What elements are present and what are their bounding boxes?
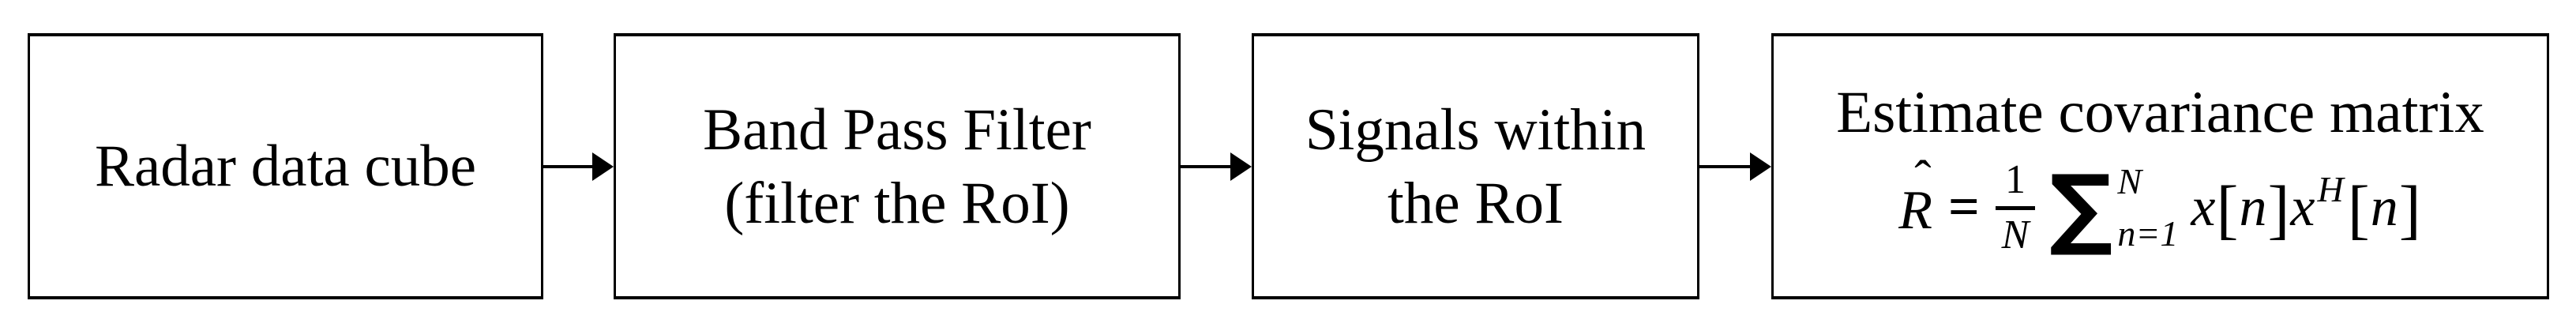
box-label: Estimate covariance matrix [1836, 79, 2484, 145]
sum-upper-limit: N [2117, 161, 2142, 201]
arrowhead-icon [1750, 152, 1771, 181]
arrowhead-icon [1230, 152, 1252, 181]
fraction-denominator: N [2001, 212, 2030, 257]
formula-summation: ∑ N n=1 [2048, 156, 2178, 259]
formula-expression: x[n]xH[n] [2191, 171, 2421, 243]
formula-equals: = [1948, 177, 1980, 238]
flow-box-radar-data-cube: Radar data cube [28, 33, 543, 299]
arrow-shaft [1181, 165, 1234, 168]
flow-box-signals-within-roi: Signals within the RoI [1252, 33, 1699, 299]
expr-n1: n [2239, 177, 2268, 238]
box-label: Signals within [1305, 96, 1647, 163]
expr-n2: n [2370, 177, 2399, 238]
hat-accent: ˆ [1914, 150, 1932, 206]
sigma-symbol: ∑ [2048, 156, 2113, 259]
sum-lower-limit: n=1 [2117, 213, 2179, 254]
arrow-shaft [1699, 165, 1754, 168]
expr-open-bracket-2: [ [2347, 173, 2371, 246]
box-label: Radar data cube [94, 133, 477, 199]
expr-x1: x [2191, 177, 2217, 238]
formula-r: R [1898, 180, 1933, 241]
flow-arrow-1 [543, 152, 614, 182]
formula-fraction: 1 N [1995, 158, 2035, 257]
expr-open-bracket-1: [ [2216, 173, 2240, 246]
flow-arrow-2 [1181, 152, 1252, 182]
box-label: Band Pass Filter [703, 96, 1091, 163]
fraction-numerator: 1 [1995, 158, 2035, 210]
arrow-shaft [543, 165, 596, 168]
flow-arrow-3 [1699, 152, 1771, 182]
expr-close-bracket-2: ] [2398, 173, 2422, 246]
summation-limits: N n=1 [2117, 164, 2178, 252]
box-label: the RoI [1388, 170, 1564, 236]
box-label: (filter the RoI) [724, 170, 1070, 236]
expr-close-bracket-1: ] [2267, 173, 2291, 246]
expr-x2: x [2290, 177, 2316, 238]
arrowhead-icon [592, 152, 614, 181]
flow-box-band-pass-filter: Band Pass Filter (filter the RoI) [614, 33, 1181, 299]
expr-hermitian-superscript: H [2317, 169, 2345, 209]
